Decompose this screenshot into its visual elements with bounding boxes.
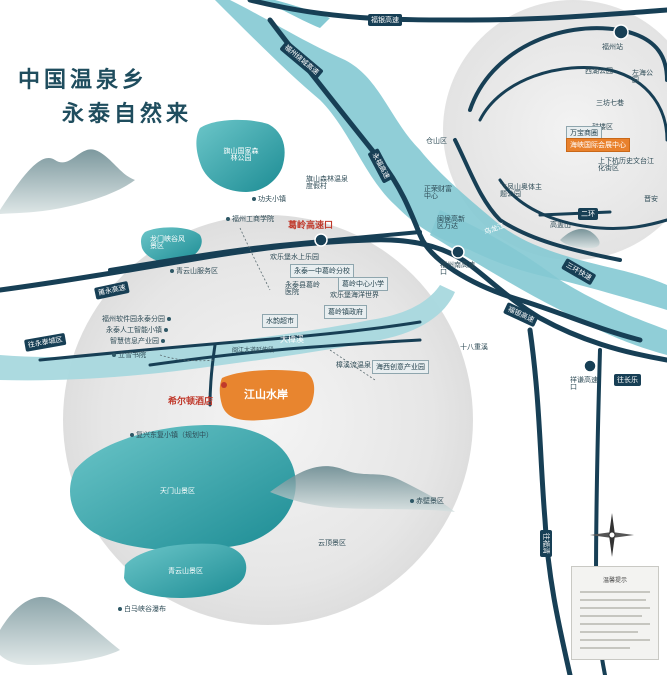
road-fuzhou-ring — [468, 26, 667, 112]
label-qishan-forest: 旗山森林温泉度假村 — [306, 175, 348, 190]
legend-line — [580, 591, 650, 593]
legend-line — [580, 599, 646, 601]
legend-line — [580, 647, 630, 649]
label-longmen: 龙门峡谷风景区 — [150, 235, 185, 250]
legend-title: 温馨提示 — [602, 577, 627, 584]
road-tag-to-changle: 往长乐 — [614, 374, 641, 386]
label-huanle-ocean: 欢乐堡海洋世界 — [330, 291, 379, 299]
slogan-line-2: 永泰自然来 — [62, 101, 193, 127]
label-feifeng: 飞凤山奥体主题公园 — [500, 183, 542, 198]
legend-line — [580, 615, 642, 617]
yongtai-circle — [63, 215, 473, 625]
label-tianmen: 天门山景区 — [160, 487, 195, 495]
road-lower — [148, 338, 422, 367]
label-project[interactable]: 江山水岸 — [244, 388, 288, 401]
hilton-marker[interactable] — [221, 382, 227, 388]
road-down-left — [208, 343, 217, 407]
project-area[interactable] — [219, 370, 315, 421]
label-shuiyun: 水韵超市 — [262, 314, 298, 328]
fuzhou-south-interchange[interactable] — [451, 245, 465, 259]
path-lixue — [159, 354, 216, 362]
label-shiba: 十八重溪 — [460, 343, 488, 351]
fuzhou-station-icon[interactable] — [613, 24, 629, 40]
label-wanda: 万宝商圈 — [566, 126, 602, 140]
label-fuzhou-tech: 福州工商学院 — [226, 216, 274, 223]
label-bailong: 白马峡谷瀑布 — [118, 606, 166, 613]
label-yongtai-center: 永泰一中葛岭分校 — [290, 264, 354, 278]
label-gelin: 葛岭高速口 — [288, 221, 334, 231]
label-fuxing: 复兴东复小镇（规划中） — [130, 432, 213, 439]
label-cangshan: 仓山区 — [426, 137, 447, 145]
xiangqian-interchange[interactable] — [583, 359, 597, 373]
label-longyan-bay: 樟溪流温泉 — [336, 361, 371, 369]
legend-panel: 温馨提示 — [571, 566, 659, 660]
tianmen-lake — [70, 425, 296, 551]
label-huanle: 欢乐堡水上乐园 — [270, 253, 319, 261]
label-yongtai-county: 永泰县葛岭医院 — [285, 281, 320, 296]
road-xiangqian — [527, 327, 573, 678]
label-minhou-gaoxin: 闽侯高新区万达 — [437, 215, 465, 230]
label-strait: 海峡国际会展中心 — [566, 138, 630, 152]
label-gaoshan: 高盖山 — [550, 221, 571, 229]
road-west-main — [0, 237, 667, 363]
road-city-ring — [498, 178, 667, 230]
label-qingyun: 青云山景区 — [168, 567, 203, 575]
qishan-forest-shape — [196, 119, 285, 192]
mountain-center — [270, 466, 455, 512]
longmen-lake — [141, 227, 202, 264]
road-fuyin — [267, 17, 643, 343]
road-tag-to-fuqing: 往福清 — [540, 530, 552, 557]
label-gelin-hospital: 葛岭镇政府 — [324, 305, 367, 319]
label-xihu: 西湖公园 — [585, 67, 613, 75]
label-chimei: 赤壁景区 — [410, 498, 444, 505]
compass-icon — [590, 513, 634, 557]
label-fuzhou-soft: 福州软件园永泰分园 — [102, 316, 173, 323]
legend-line — [580, 623, 650, 625]
label-shangxia: 上下杭历史文化街区 — [598, 157, 640, 172]
legend-line — [580, 631, 638, 633]
label-dazhang: 大樟溪 — [280, 335, 304, 344]
label-zhengrong: 正荣财富中心 — [424, 185, 452, 200]
label-qingyun-service: 青云山服务区 — [170, 268, 218, 275]
legend-line — [580, 639, 650, 641]
label-lixue: 立雪书院 — [112, 352, 146, 359]
gelin-interchange[interactable] — [314, 233, 328, 247]
label-yongtai-ai: 永泰人工智能小镇 — [106, 327, 170, 334]
label-zhihui: 智慧信息产业园 — [110, 338, 167, 345]
wulong-river — [430, 210, 667, 355]
label-jinan: 晋安 — [644, 195, 658, 203]
road-south — [38, 320, 422, 362]
label-zuohai: 左海公园 — [632, 69, 653, 84]
label-qishan: 旗山国家森林公园 — [223, 147, 259, 162]
label-taijiang: 台江 — [640, 157, 654, 165]
road-mid — [108, 230, 422, 272]
legend-line — [580, 607, 650, 609]
minjiang-river — [215, 0, 667, 310]
road-fuzhou-ring-inner — [478, 65, 667, 142]
road-city-left — [453, 138, 622, 262]
label-minjiang-ave: 闽江大道延伸段 — [232, 347, 275, 354]
mountain-bottom-left — [0, 596, 120, 665]
label-fuzhou-south: 福州南高速口 — [440, 261, 475, 276]
mountain-right — [560, 228, 600, 248]
slogan-line-1: 中国温泉乡 — [18, 67, 149, 93]
qingyun-lake — [124, 543, 247, 598]
mountain-left — [0, 149, 135, 214]
road-tag-erhuan: 二环 — [578, 208, 598, 220]
road-erhuan — [538, 210, 612, 217]
label-xiangqian: 祥谦高速口 — [570, 376, 598, 391]
road-tag-fuyin-top: 福银高速 — [368, 14, 402, 26]
label-gulou: 鼓楼区 — [592, 123, 613, 131]
label-haixi: 海西创意产业园 — [372, 360, 429, 374]
label-sanfang: 三坊七巷 — [596, 99, 624, 107]
label-gelin-center: 葛岭中心小学 — [338, 277, 388, 291]
label-hilton[interactable]: 希尔顿酒店 — [168, 397, 214, 407]
road-top — [247, 0, 667, 23]
path-longyan — [329, 349, 376, 381]
label-fuzhou-station: 福州站 — [602, 43, 623, 51]
label-yunding: 云顶景区 — [318, 539, 346, 547]
label-gongfu: 功夫小镇 — [252, 196, 286, 203]
